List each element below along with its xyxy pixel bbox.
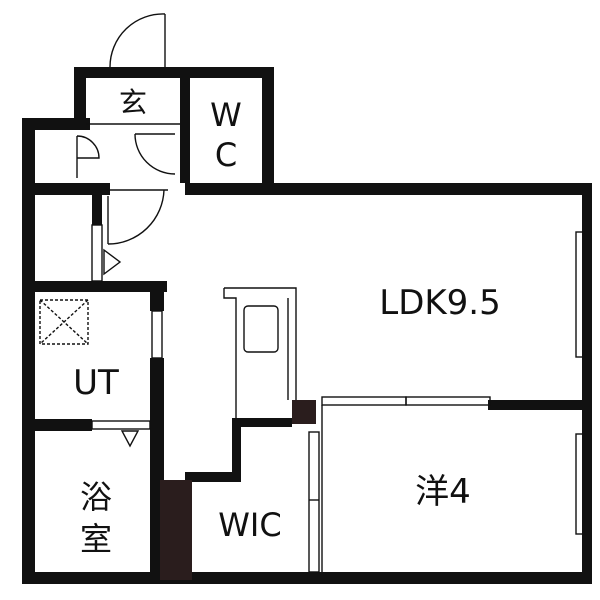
wall-ldk-western (488, 400, 592, 410)
wall-step-vertical-a (232, 418, 241, 478)
ut-bath-jamb (91, 420, 151, 430)
pillar-wic (160, 480, 192, 580)
label-ut: UT (73, 363, 119, 403)
wall-top-left (22, 118, 90, 130)
fixtures (39, 13, 585, 573)
washing-machine-cross-b (39, 299, 89, 345)
hall-ldk-door (106, 189, 168, 245)
label-bath-2: 室 (80, 520, 112, 558)
sliding-door-a (321, 396, 407, 406)
wall-ut-bath (22, 419, 92, 431)
wall-hall-right-stub (92, 183, 102, 225)
ut-bath-triangle (120, 430, 140, 448)
label-wc-c: C (215, 136, 237, 174)
hall-door-triangle (103, 248, 122, 276)
hall-door-jamb (91, 224, 103, 282)
wall-ut-right-lower (150, 358, 164, 428)
label-wic: WIC (218, 506, 281, 544)
kitchen-counter (223, 287, 297, 418)
wall-wc-right (262, 67, 274, 195)
wall-step-horizontal (232, 418, 292, 427)
label-wc-w: W (210, 96, 242, 134)
room-labels: 玄 W C LDK9.5 洋4 UT 浴 室 WIC (73, 86, 501, 558)
label-bath-1: 浴 (80, 478, 112, 516)
western-window (575, 433, 585, 535)
wall-entrance-top (74, 67, 274, 78)
wall-genkan-wc-divider (180, 67, 190, 183)
wall-hall-top (22, 183, 110, 195)
wall-entrance-left (74, 67, 86, 130)
front-door (109, 13, 166, 68)
ut-jamb (151, 310, 163, 359)
wall-bottom-outer (22, 572, 592, 584)
wc-door (134, 133, 176, 175)
ldk-window (575, 231, 585, 358)
label-genkan: 玄 (119, 86, 147, 119)
wall-right-outer (582, 183, 592, 584)
wic-partition (308, 431, 320, 573)
sliding-door-b (405, 396, 491, 406)
wall-step-vertical-b (185, 472, 241, 482)
label-ldk: LDK9.5 (379, 283, 501, 323)
washing-machine-pan (39, 299, 89, 345)
label-western: 洋4 (415, 472, 471, 512)
pillar-corner (292, 400, 316, 424)
kitchen-sink (243, 305, 279, 353)
wall-ut-right (150, 281, 164, 311)
wall-left-outer (22, 118, 35, 580)
wall-top-main (185, 183, 592, 195)
wall-hall-bottom (22, 281, 167, 292)
hall-door-small (76, 135, 100, 178)
